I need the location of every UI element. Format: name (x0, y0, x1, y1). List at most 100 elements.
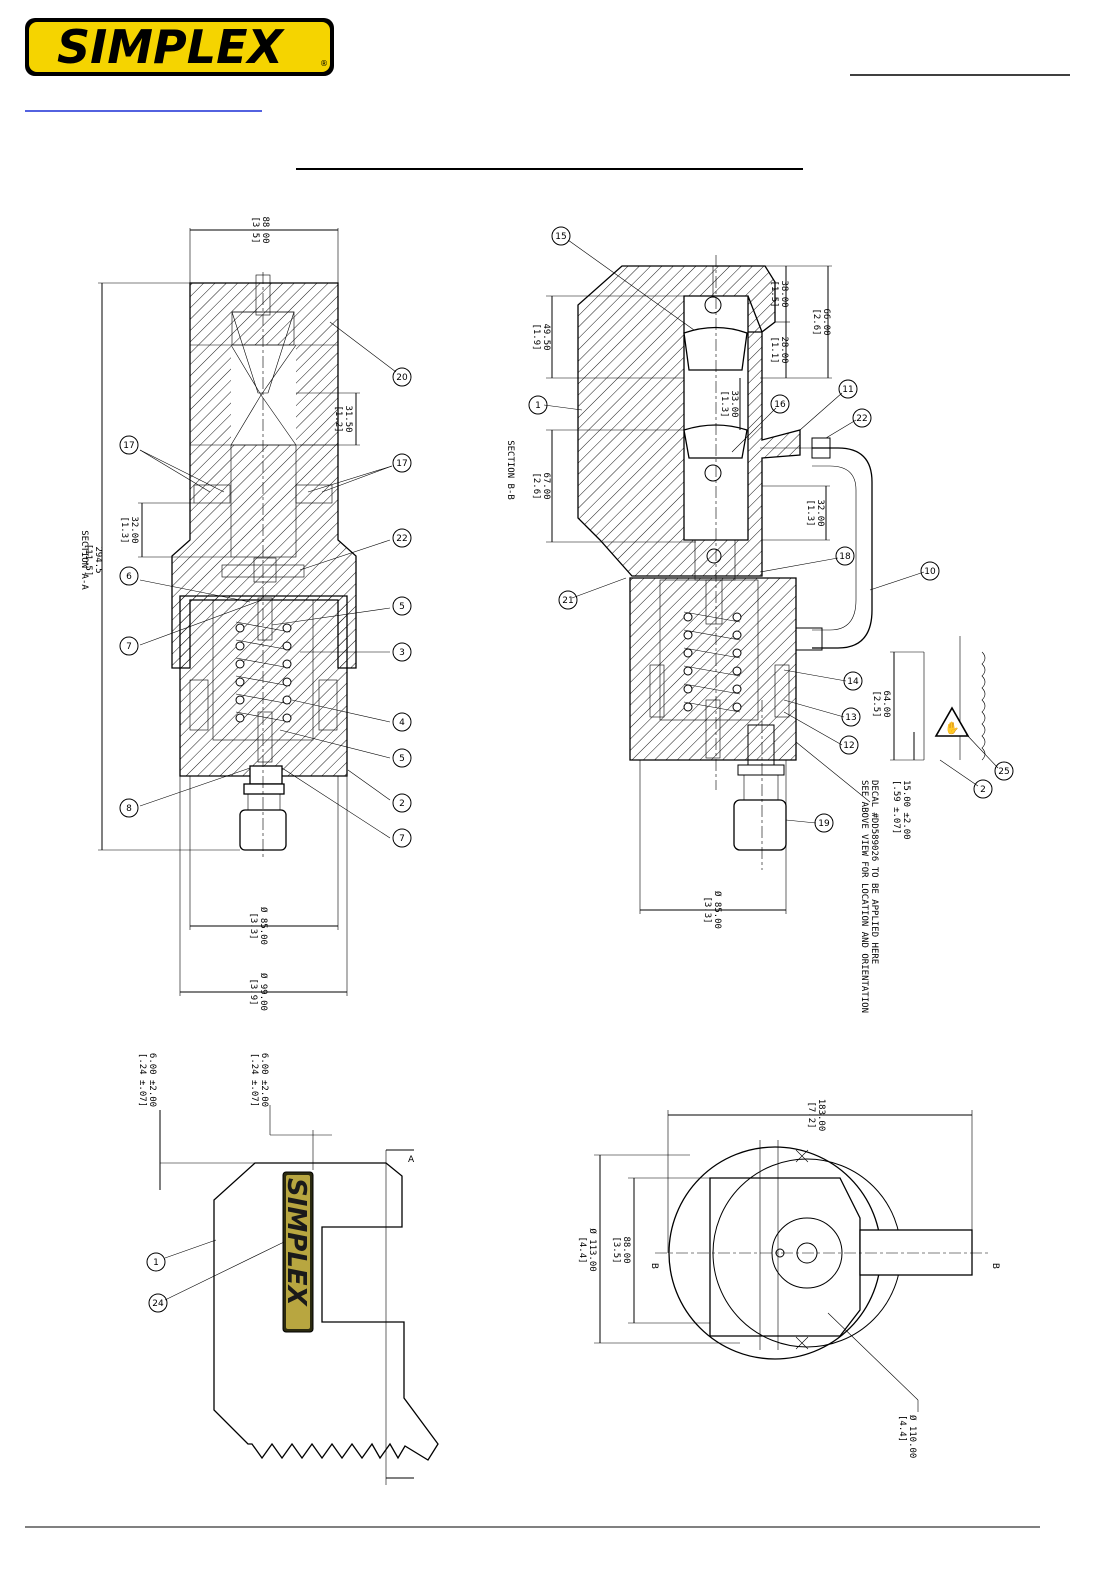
callout-1-c: 1 (146, 1252, 166, 1272)
svg-text:88.00[3.5]: 88.00[3.5] (250, 216, 270, 243)
svg-text:22: 22 (396, 534, 407, 544)
callout-6: 6 (119, 566, 139, 586)
callout-25: 25 (994, 761, 1014, 781)
svg-text:64.00[2.5]: 64.00[2.5] (871, 690, 891, 717)
svg-text:4: 4 (399, 718, 405, 728)
callout-1-b: 1 (528, 395, 548, 415)
section-a-leaders (139, 321, 397, 839)
cylinder-b (629, 577, 797, 761)
decal-detail-view: 64.00[2.5] 15.00 ±2.00[.59 ±.07] ✋ 25 2 (871, 636, 1014, 840)
section-a-callouts: 20 17 17 22 6 5 7 3 4 5 2 8 7 (119, 367, 412, 848)
svg-text:7: 7 (399, 834, 405, 844)
decal-note: DECAL #DD589026 TO BE APPLIED HERESEE AB… (859, 780, 879, 1013)
logo-text: SIMPLEX (57, 20, 285, 74)
handle-b (812, 447, 873, 649)
callout-4: 4 (392, 712, 412, 732)
svg-text:2: 2 (399, 799, 405, 809)
section-a-dimensions: 88.00[3.5] 294.5[11.5] SECTION A-A 31.50… (79, 216, 360, 1011)
section-a-label: SECTION A-A (79, 530, 89, 590)
svg-text:Ø 113.00[4.4]: Ø 113.00[4.4] (577, 1228, 598, 1271)
svg-text:Ø 85.00[3.3]: Ø 85.00[3.3] (702, 891, 723, 929)
body-outline-side (213, 1162, 439, 1461)
svg-text:16: 16 (774, 400, 786, 410)
callout-16: 16 (770, 394, 790, 414)
svg-text:21: 21 (562, 596, 573, 606)
svg-text:5: 5 (399, 754, 405, 764)
section-b-leaders (543, 239, 925, 824)
svg-text:17: 17 (123, 441, 134, 451)
callout-22-a: 22 (392, 528, 412, 548)
svg-text:31.50[1.2]: 31.50[1.2] (333, 405, 353, 432)
svg-text:183.00[7.2]: 183.00[7.2] (806, 1099, 826, 1132)
svg-text:88.00[3.5]: 88.00[3.5] (611, 1236, 631, 1263)
simplex-logo: SIMPLEX ® (25, 18, 334, 76)
callout-13: 13 (841, 707, 861, 727)
callout-21: 21 (558, 590, 578, 610)
callout-24: 24 (148, 1293, 168, 1313)
cylinder-a (179, 595, 348, 777)
svg-text:28.00[1.1]: 28.00[1.1] (769, 336, 789, 363)
svg-text:B: B (649, 1263, 659, 1269)
logo-registered-mark: ® (320, 59, 328, 68)
callout-2-b: 2 (973, 779, 993, 799)
svg-text:A: A (408, 1155, 415, 1165)
svg-text:6.00 ±2.00[.24 ±.07]: 6.00 ±2.00[.24 ±.07] (249, 1053, 269, 1107)
callout-19: 19 (814, 813, 834, 833)
callout-5-b: 5 (392, 748, 412, 768)
warning-triangle-icon (934, 706, 970, 737)
section-a-a-view (171, 272, 357, 860)
top-body-outline (709, 1177, 861, 1337)
svg-text:1: 1 (153, 1258, 159, 1268)
svg-text:20: 20 (396, 373, 408, 383)
svg-text:3: 3 (399, 648, 405, 658)
svg-text:13: 13 (845, 713, 856, 723)
svg-text:15.00 ±2.00[.59 ±.07]: 15.00 ±2.00[.59 ±.07] (891, 780, 911, 840)
svg-text:19: 19 (818, 819, 830, 829)
callout-17-right: 17 (392, 453, 412, 473)
svg-text:7: 7 (126, 642, 132, 652)
svg-text:11: 11 (842, 385, 853, 395)
svg-text:Ø 85.00[3.3]: Ø 85.00[3.3] (248, 907, 269, 945)
callout-15: 15 (551, 226, 571, 246)
svg-text:2: 2 (980, 785, 986, 795)
callout-20: 20 (392, 367, 412, 387)
callout-5-a: 5 (392, 596, 412, 616)
svg-text:12: 12 (843, 741, 854, 751)
svg-text:32.00[1.3]: 32.00[1.3] (119, 516, 139, 543)
housing-b (577, 265, 801, 577)
callout-7-b: 7 (392, 828, 412, 848)
svg-text:✋: ✋ (945, 721, 960, 735)
top-view: B B 183.00[7.2] 88.00[3.5] Ø 113.00[4.4]… (577, 1099, 1000, 1459)
svg-text:15: 15 (555, 232, 566, 242)
callout-7-a: 7 (119, 636, 139, 656)
svg-text:32.00[1.3]: 32.00[1.3] (805, 499, 825, 526)
svg-text:24: 24 (152, 1299, 164, 1309)
svg-text:Ø 99.00[3.9]: Ø 99.00[3.9] (248, 973, 269, 1011)
section-b-callouts: 15 1 16 11 22 18 10 21 14 13 12 19 (528, 226, 940, 833)
callout-12: 12 (839, 735, 859, 755)
svg-text:6: 6 (126, 572, 132, 582)
callout-11: 11 (838, 379, 858, 399)
svg-text:5: 5 (399, 602, 405, 612)
svg-text:10: 10 (924, 567, 936, 577)
callout-18: 18 (835, 546, 855, 566)
callout-17-left: 17 (119, 435, 139, 455)
svg-text:33.00[1.3]: 33.00[1.3] (719, 390, 739, 417)
svg-text:22: 22 (856, 414, 867, 424)
svg-text:49.50[1.9]: 49.50[1.9] (531, 323, 551, 350)
decal-text: SIMPLEX (281, 1178, 311, 1308)
callout-2-a: 2 (392, 793, 412, 813)
svg-text:1: 1 (535, 401, 541, 411)
section-b-dimensions: SECTION B-B 38.00[1.5] 28.00[1.1] 66.00[… (505, 265, 879, 1013)
callout-8: 8 (119, 798, 139, 818)
svg-text:25: 25 (998, 767, 1009, 777)
section-b-b-view (577, 255, 873, 870)
svg-text:38.00[1.5]: 38.00[1.5] (769, 280, 789, 307)
callout-10: 10 (920, 561, 940, 581)
svg-text:B: B (990, 1263, 1000, 1269)
svg-text:66.00[2.6]: 66.00[2.6] (811, 308, 831, 335)
svg-text:17: 17 (396, 459, 407, 469)
callout-22-b: 22 (852, 408, 872, 428)
svg-text:14: 14 (847, 677, 859, 687)
